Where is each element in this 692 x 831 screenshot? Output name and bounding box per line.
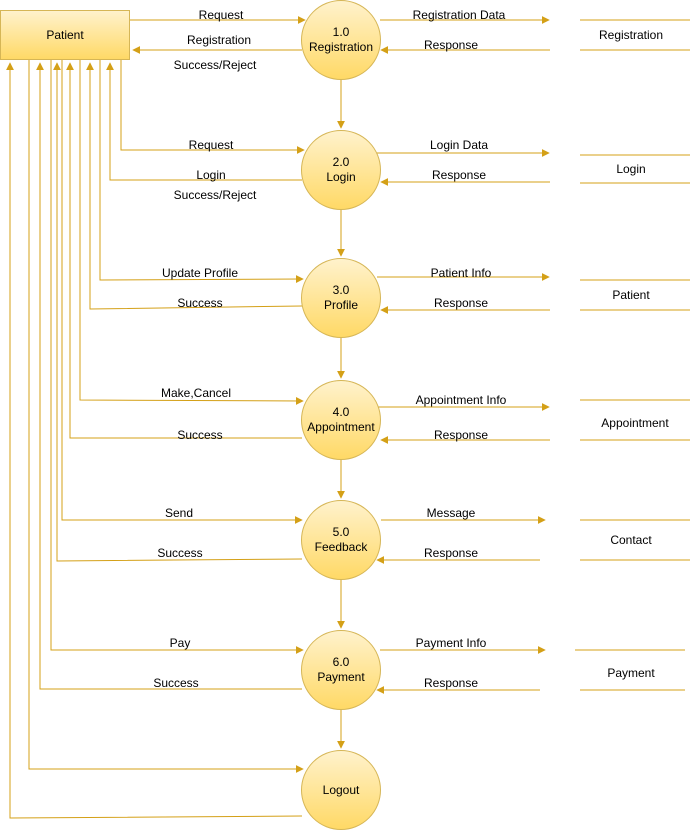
store-appointment[interactable]: Appointment — [601, 416, 669, 430]
flow-label: Login — [196, 168, 226, 182]
process-name: Feedback — [314, 540, 368, 554]
flow-label: Response — [423, 676, 479, 690]
process-id: 1.0 — [332, 25, 350, 39]
flow-p5-out — [53, 62, 303, 562]
flow-label: Response — [431, 168, 487, 182]
flow-label: Response — [433, 296, 489, 310]
store-login[interactable]: Login — [616, 162, 646, 176]
store-patient[interactable]: Patient — [612, 288, 650, 302]
process-feedback[interactable]: 5.0 Feedback — [301, 500, 381, 580]
process-name: Payment — [317, 670, 365, 684]
flow-logout-in — [28, 60, 304, 773]
flow-label: Success/Reject — [173, 58, 257, 72]
process-id: 4.0 — [332, 405, 350, 419]
flow-label: Success — [153, 676, 199, 690]
flow-p2-request — [120, 60, 305, 154]
flow-p4-out — [66, 62, 302, 439]
patient-entity[interactable]: Patient — [0, 10, 130, 60]
process-id: 6.0 — [332, 655, 350, 669]
process-logout[interactable]: Logout — [301, 750, 381, 830]
flow-label: Registration Data — [412, 8, 506, 22]
flow-label: Patient Info — [430, 266, 492, 280]
flow-logout-out — [6, 62, 303, 819]
process-name: Profile — [323, 298, 358, 312]
flow-label: Request — [188, 138, 234, 152]
flow-p3-in — [99, 60, 304, 284]
flow-label: Message — [426, 506, 476, 520]
flow-label: Response — [433, 428, 489, 442]
process-name: Appointment — [307, 420, 375, 434]
patient-entity-label: Patient — [46, 28, 84, 42]
flow-label: Request — [198, 8, 244, 22]
store-contact[interactable]: Contact — [610, 533, 652, 547]
process-registration[interactable]: 1.0 Registration — [301, 0, 381, 80]
process-login[interactable]: 2.0 Login — [301, 130, 381, 210]
flow-label: Pay — [169, 636, 191, 650]
flow-p5-in — [61, 60, 303, 524]
flow-p3-out — [86, 62, 303, 310]
store-registration[interactable]: Registration — [598, 28, 664, 42]
flow-label: Success/Reject — [173, 188, 257, 202]
process-payment[interactable]: 6.0 Payment — [301, 630, 381, 710]
process-name: Logout — [322, 782, 360, 797]
flow-label: Update Profile — [161, 266, 239, 280]
flow-label: Success — [177, 296, 223, 310]
process-id: 5.0 — [332, 525, 350, 539]
flow-label: Success — [157, 546, 203, 560]
process-id: 3.0 — [332, 283, 350, 297]
flow-label: Make,Cancel — [160, 386, 232, 400]
flow-label: Registration — [186, 33, 252, 47]
process-name: Registration — [308, 40, 374, 54]
flow-label: Response — [423, 546, 479, 560]
flow-label: Payment Info — [415, 636, 487, 650]
flow-label: Appointment Info — [415, 393, 507, 407]
flow-p6-in — [50, 60, 304, 654]
flow-label: Success — [177, 428, 223, 442]
flow-p4-in — [79, 60, 304, 405]
store-payment[interactable]: Payment — [607, 666, 655, 680]
flow-label: Send — [164, 506, 194, 520]
process-name: Login — [326, 170, 356, 184]
flow-label: Response — [423, 38, 479, 52]
process-profile[interactable]: 3.0 Profile — [301, 258, 381, 338]
process-appointment[interactable]: 4.0 Appointment — [301, 380, 381, 460]
flow-p6-out — [36, 62, 302, 690]
process-id: 2.0 — [332, 155, 350, 169]
flow-label: Login Data — [429, 138, 489, 152]
flow-p2-response — [106, 62, 302, 181]
